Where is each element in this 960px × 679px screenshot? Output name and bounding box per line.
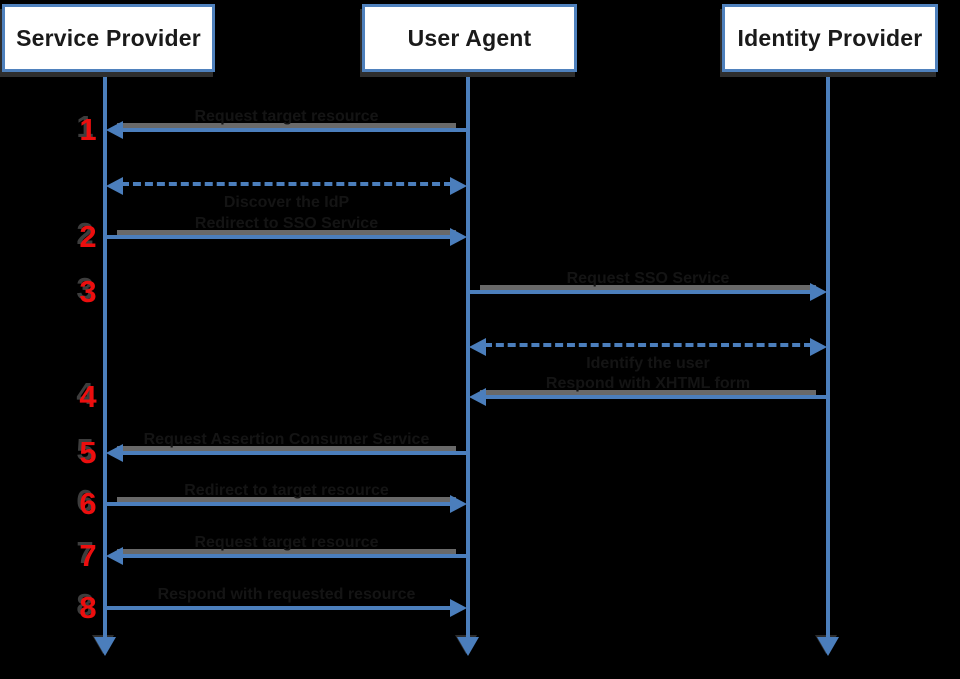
arrow-shadow — [480, 390, 816, 395]
arrow-line — [470, 290, 813, 294]
dashed-arrow-line — [121, 182, 452, 186]
message-label: Redirect to target resource — [184, 482, 389, 499]
message-label: Respond with XHTML form — [545, 375, 751, 392]
arrow-line — [120, 451, 466, 455]
message-redirect-to-target-resource: Redirect to target resource — [107, 482, 467, 513]
arrow-line — [483, 395, 826, 399]
step-number-7: 7 — [79, 538, 97, 573]
arrowhead-right-icon — [810, 283, 827, 301]
arrowhead-right-icon — [810, 338, 827, 356]
lifeline-service-provider — [103, 70, 107, 638]
message-identify-the-user: Identify the user — [469, 338, 827, 372]
actor-box-user-agent: User Agent — [362, 4, 577, 72]
arrowhead-left-icon — [469, 388, 486, 406]
message-request-target-resource-again: Request target resource — [106, 534, 466, 565]
arrow-shadow — [117, 497, 456, 502]
lifeline-user-agent — [466, 70, 470, 638]
arrowhead-left-icon — [106, 177, 123, 195]
step-number-1: 1 — [79, 112, 97, 147]
step-number-6: 6 — [79, 486, 97, 521]
step-number-4: 4 — [79, 379, 97, 414]
actor-label: User Agent — [407, 24, 532, 51]
step-number-3: 3 — [79, 274, 97, 309]
actor-label: Service Provider — [16, 24, 201, 51]
message-redirect-to-sso-service: Redirect to SSO Service — [107, 215, 467, 246]
step-number-2: 2 — [79, 219, 97, 254]
lifeline-down-arrowhead-icon — [94, 637, 116, 656]
actor-box-identity-provider: Identity Provider — [722, 4, 938, 72]
message-discover-the-idp: Discover the IdP — [106, 177, 467, 211]
arrowhead-left-icon — [106, 121, 123, 139]
arrow-shadow — [117, 446, 456, 451]
arrowhead-right-icon — [450, 495, 467, 513]
message-label: Request Assertion Consumer Service — [143, 431, 430, 448]
arrow-line — [120, 128, 466, 132]
message-label: Identify the user — [586, 355, 710, 372]
arrowhead-left-icon — [469, 338, 486, 356]
lifeline-identity-provider — [826, 70, 830, 638]
message-request-target-resource: Request target resource — [106, 108, 466, 139]
arrow-line — [107, 502, 453, 506]
lifeline-down-arrowhead-icon — [817, 637, 839, 656]
step-number-8: 8 — [79, 590, 97, 625]
message-request-assertion-consumer-service: Request Assertion Consumer Service — [106, 431, 466, 462]
message-label: Request target resource — [194, 108, 379, 125]
arrowhead-right-icon — [450, 177, 467, 195]
arrowhead-right-icon — [450, 599, 467, 617]
arrow-shadow — [480, 285, 816, 290]
dashed-arrow-line — [484, 343, 812, 347]
message-label: Respond with requested resource — [157, 586, 416, 603]
arrowhead-left-icon — [106, 547, 123, 565]
message-label: Redirect to SSO Service — [194, 215, 379, 232]
arrow-line — [120, 554, 466, 558]
actor-label: Identity Provider — [737, 24, 923, 51]
arrowhead-right-icon — [450, 228, 467, 246]
message-respond-with-xhtml-form: Respond with XHTML form — [469, 375, 826, 406]
arrow-line — [107, 235, 453, 239]
arrow-shadow — [117, 123, 456, 128]
actor-box-service-provider: Service Provider — [2, 4, 215, 72]
arrow-shadow — [117, 549, 456, 554]
arrow-shadow — [117, 230, 456, 235]
lifeline-down-arrowhead-icon — [457, 637, 479, 656]
arrow-line — [107, 606, 453, 610]
message-label: Request target resource — [194, 534, 379, 551]
arrowhead-left-icon — [106, 444, 123, 462]
message-request-sso-service: Request SSO Service — [470, 270, 827, 301]
message-respond-with-requested-resource: Respond with requested resource — [107, 586, 467, 617]
step-number-5: 5 — [79, 435, 97, 470]
message-label: Discover the IdP — [223, 194, 350, 211]
message-label: Request SSO Service — [566, 270, 730, 287]
